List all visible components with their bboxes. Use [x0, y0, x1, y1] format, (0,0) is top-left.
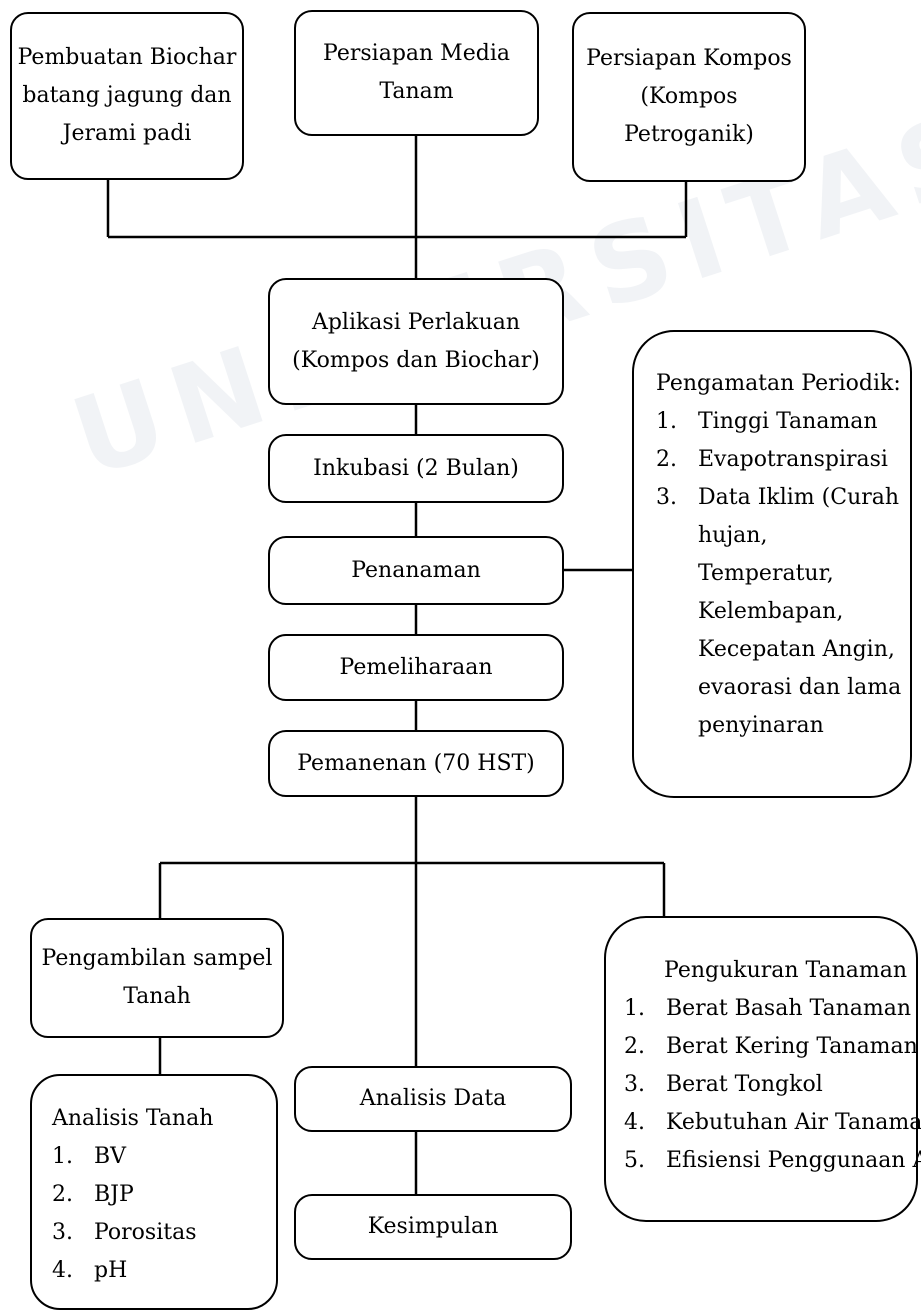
pengamatan-continuation: hujan, — [698, 523, 768, 548]
aplikasi-line-2: (Kompos dan Biochar) — [292, 347, 540, 373]
list-text: Tinggi Tanaman — [698, 409, 878, 434]
pemanenan-box: Pemanenan (70 HST) — [268, 730, 564, 797]
kompos-box: Persiapan Kompos (Kompos Petroganik) — [572, 12, 806, 182]
list-text: Porositas — [94, 1220, 197, 1245]
list-item: 5. Efisiensi Penggunaan Air — [624, 1142, 921, 1180]
list-number: 4. — [624, 1110, 645, 1135]
list-number: 3. — [656, 485, 677, 510]
analisis-tanah-list: 1. BV 2. BJP 3. Porositas 4. pH — [52, 1138, 276, 1290]
pengukuran-list: 1. Berat Basah Tanaman 2. Berat Kering T… — [624, 990, 921, 1180]
pemanenan-label: Pemanenan (70 HST) — [297, 750, 535, 776]
pengukuran-title: Pengukuran Tanaman — [664, 958, 908, 983]
inkubasi-label: Inkubasi (2 Bulan) — [313, 455, 519, 481]
list-text: Berat Tongkol — [666, 1072, 823, 1097]
analisis-data-label: Analisis Data — [359, 1086, 507, 1111]
list-text: Data Iklim (Curah — [698, 485, 900, 510]
pemeliharaan-label: Pemeliharaan — [339, 654, 493, 680]
pemeliharaan-box: Pemeliharaan — [268, 634, 564, 701]
list-text: Evapotranspirasi — [698, 447, 888, 472]
list-item: 2. Evapotranspirasi — [656, 441, 910, 479]
biochar-line-3: Jerami padi — [62, 121, 192, 146]
list-item: 2. BJP — [52, 1176, 276, 1214]
list-text: BV — [94, 1144, 127, 1169]
pengambilan-line-2: Tanah — [123, 984, 191, 1009]
list-item: 3. Berat Tongkol — [624, 1066, 916, 1104]
list-item: 1. Berat Basah Tanaman — [624, 990, 916, 1028]
pengukuran-tanaman-box: Pengukuran Tanaman 1. Berat Basah Tanama… — [604, 916, 921, 1222]
analisis-tanah-title: Analisis Tanah — [52, 1106, 214, 1131]
list-item: 3. Porositas — [52, 1214, 276, 1252]
list-text: Berat Kering Tanaman — [666, 1034, 918, 1059]
list-text: BJP — [94, 1182, 134, 1207]
penanaman-label: Penanaman — [351, 557, 481, 583]
list-number: 1. — [624, 996, 645, 1021]
list-number: 2. — [52, 1182, 73, 1207]
list-number: 3. — [624, 1072, 645, 1097]
kesimpulan-label: Kesimpulan — [367, 1214, 499, 1239]
list-text: pH — [94, 1258, 128, 1283]
analisis-tanah-box: Analisis Tanah 1. BV 2. BJP 3. Porositas… — [30, 1074, 278, 1310]
pengamatan-continuation: Temperatur, — [698, 561, 834, 586]
pengambilan-line-1: Pengambilan sampel — [41, 946, 273, 971]
pengamatan-continuation: Kelembapan, — [698, 599, 844, 624]
media-tanam-box: Persiapan Media Tanam — [294, 10, 539, 136]
biochar-box: Pembuatan Biochar batang jagung dan Jera… — [10, 12, 244, 180]
pengamatan-list: 1. Tinggi Tanaman 2. Evapotranspirasi 3.… — [656, 403, 910, 517]
analisis-data-box: Analisis Data — [294, 1066, 572, 1132]
penanaman-box: Penanaman — [268, 536, 564, 605]
kompos-line-2: (Kompos — [640, 84, 738, 109]
list-item: 4. pH — [52, 1252, 276, 1290]
list-item: 2. Berat Kering Tanaman — [624, 1028, 918, 1066]
aplikasi-perlakuan-box: Aplikasi Perlakuan (Kompos dan Biochar) — [268, 278, 564, 405]
list-text: Berat Basah Tanaman — [666, 996, 912, 1021]
list-item: 4. Kebutuhan Air Tanaman — [624, 1104, 921, 1142]
pengambilan-sampel-box: Pengambilan sampel Tanah — [30, 918, 284, 1038]
pengamatan-title: Pengamatan Periodik: — [656, 371, 901, 396]
list-item: 3. Data Iklim (Curah — [656, 479, 910, 517]
list-item: 1. BV — [52, 1138, 276, 1176]
pengamatan-periodik-box: Pengamatan Periodik: 1. Tinggi Tanaman 2… — [632, 330, 912, 798]
list-number: 4. — [52, 1258, 73, 1283]
list-text: Efisiensi Penggunaan Air — [666, 1148, 921, 1173]
biochar-line-1: Pembuatan Biochar — [17, 45, 237, 70]
list-item: 1. Tinggi Tanaman — [656, 403, 910, 441]
list-number: 2. — [624, 1034, 645, 1059]
inkubasi-box: Inkubasi (2 Bulan) — [268, 434, 564, 503]
list-number: 1. — [656, 409, 677, 434]
list-number: 3. — [52, 1220, 73, 1245]
pengamatan-continuation: evaorasi dan lama — [698, 675, 902, 700]
list-number: 5. — [624, 1148, 645, 1173]
aplikasi-line-1: Aplikasi Perlakuan — [311, 309, 521, 335]
biochar-line-2: batang jagung dan — [22, 83, 232, 108]
kesimpulan-box: Kesimpulan — [294, 1194, 572, 1260]
list-number: 1. — [52, 1144, 73, 1169]
media-line-1: Persiapan Media — [323, 41, 510, 66]
list-number: 2. — [656, 447, 677, 472]
pengamatan-continuation: penyinaran — [698, 713, 824, 738]
kompos-line-3: Petroganik) — [624, 122, 754, 147]
media-line-2: Tanam — [379, 79, 454, 104]
kompos-line-1: Persiapan Kompos — [586, 46, 792, 71]
pengamatan-continuation: Kecepatan Angin, — [698, 637, 895, 662]
list-text: Kebutuhan Air Tanaman — [666, 1110, 921, 1135]
